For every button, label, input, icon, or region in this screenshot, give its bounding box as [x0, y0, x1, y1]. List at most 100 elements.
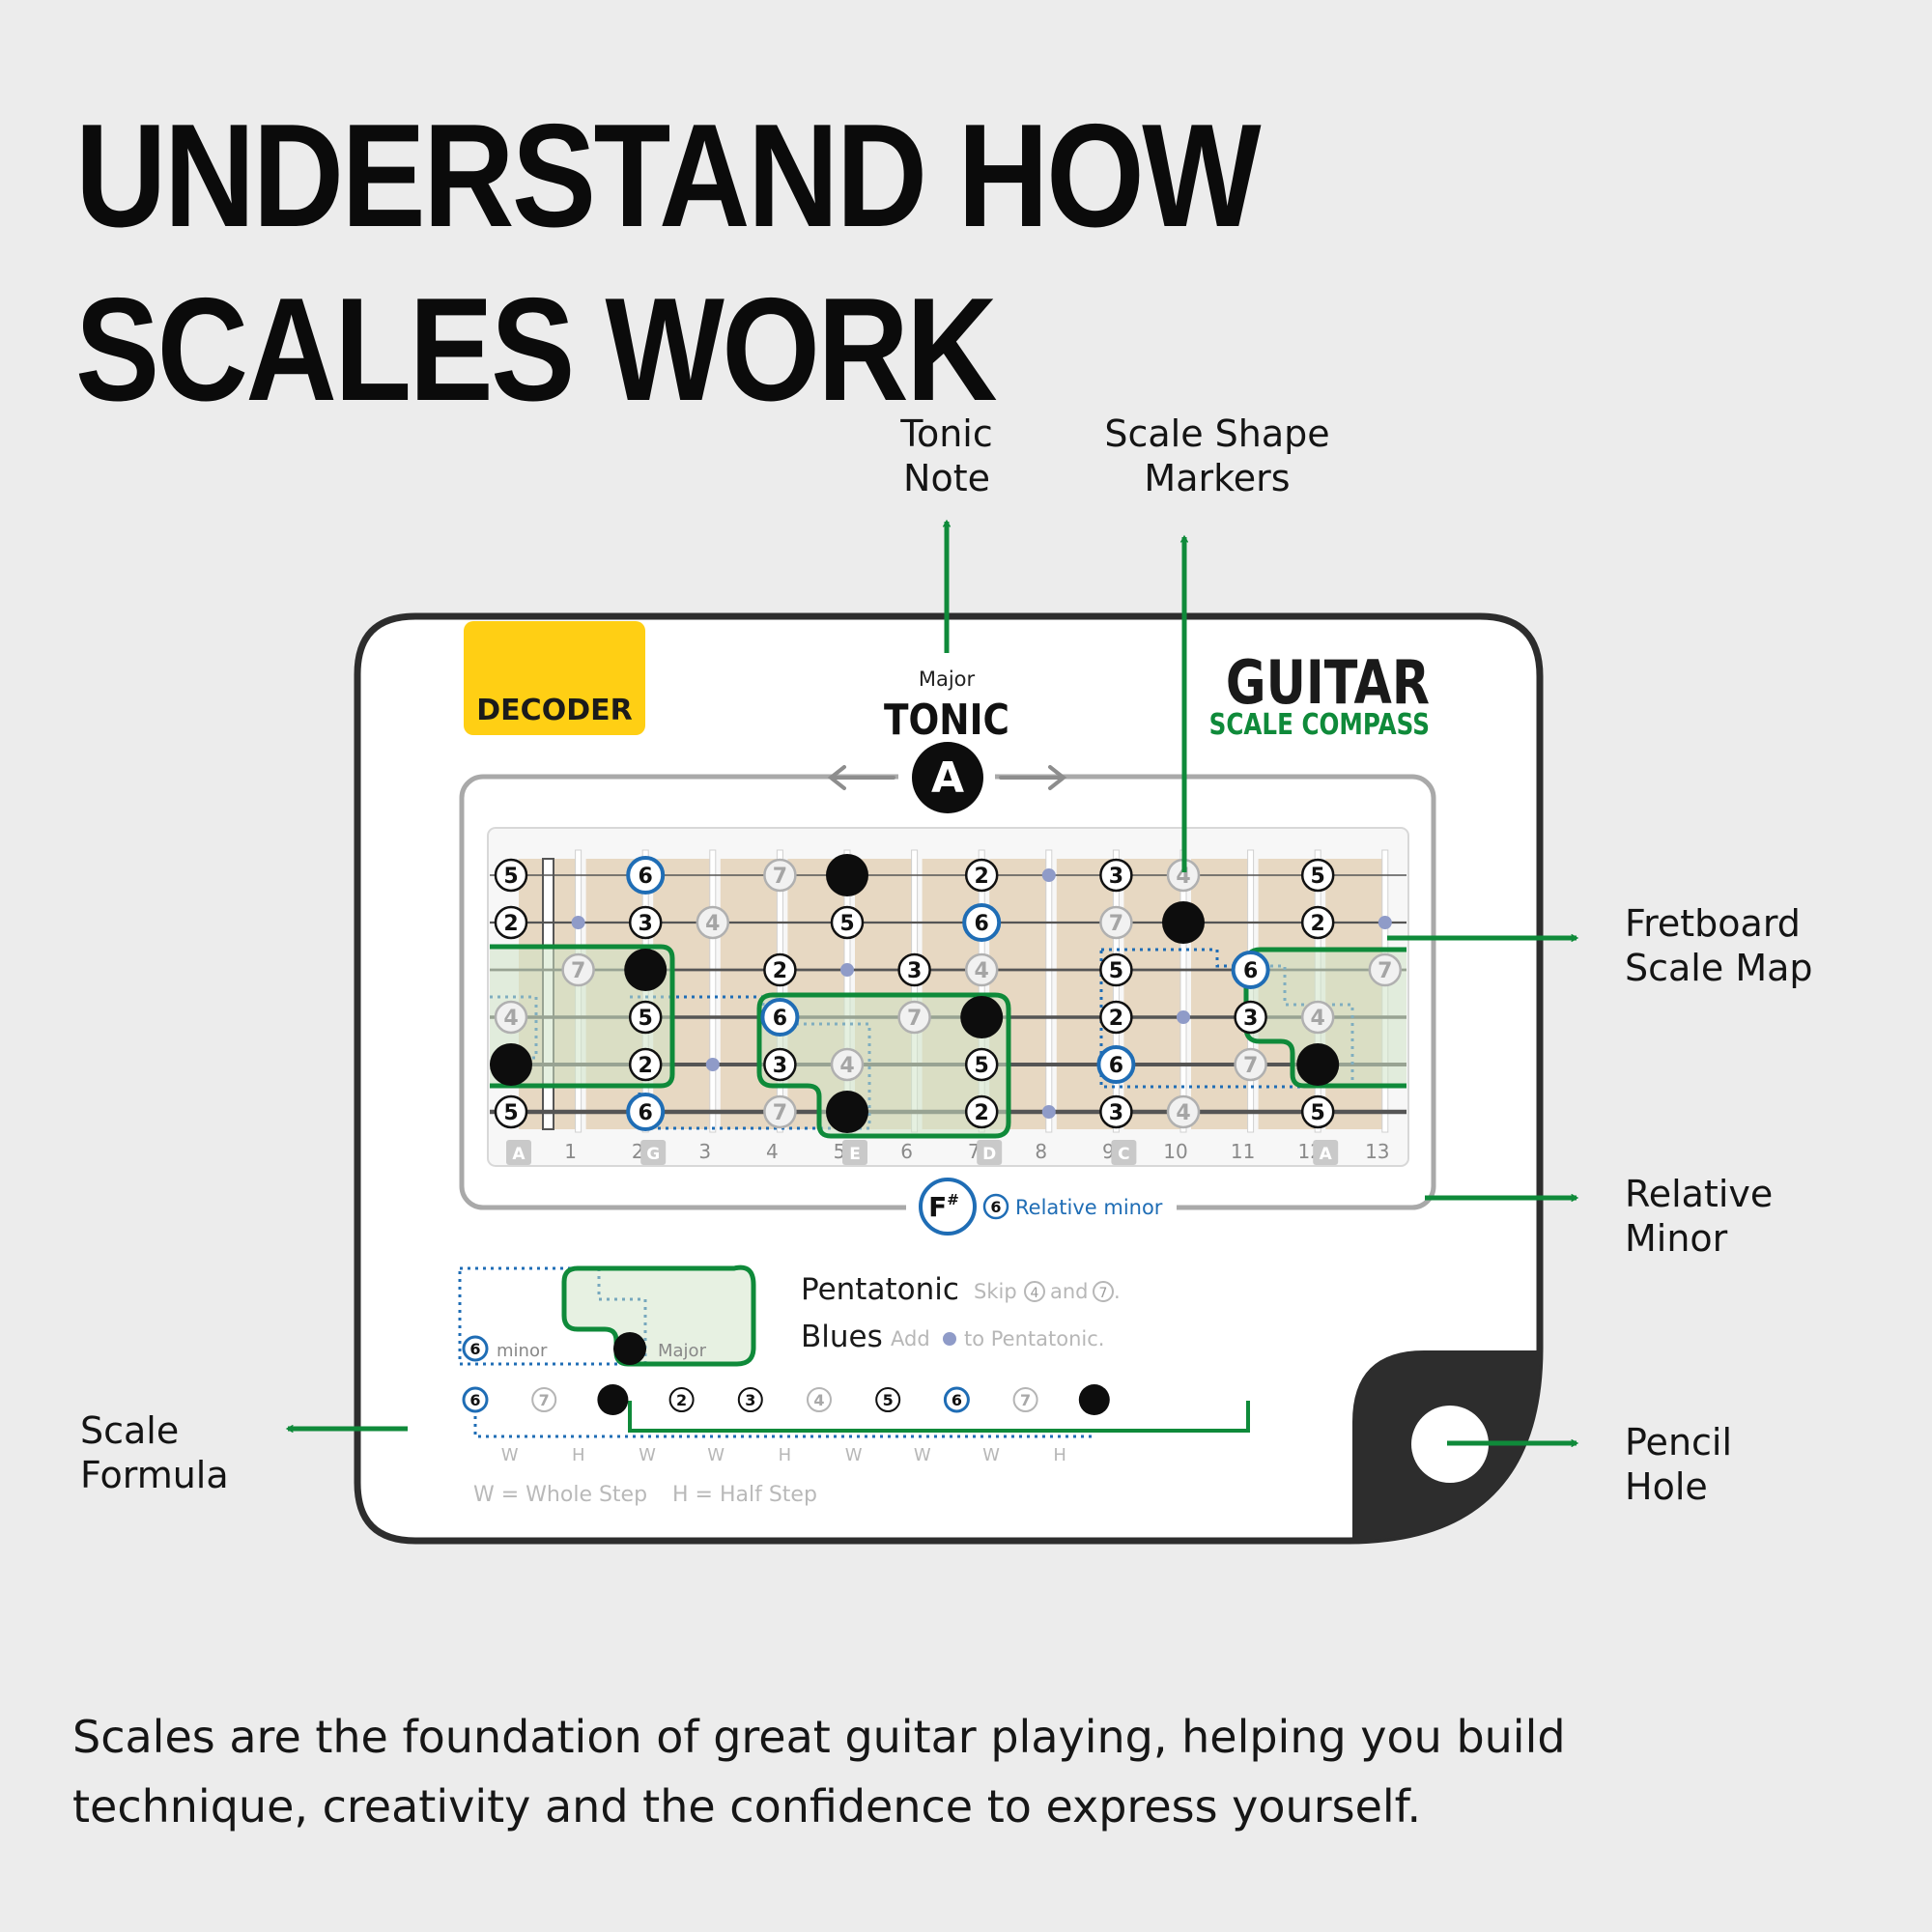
- fret-number: 10: [1163, 1140, 1187, 1163]
- callout-scale-shape-markers: Scale Shape Markers: [1072, 412, 1362, 500]
- degree-label: 5: [503, 865, 518, 889]
- degree-circle: [1099, 1000, 1133, 1035]
- tonic-note-value: A: [931, 753, 964, 803]
- formula-degree-circle: [737, 1387, 763, 1412]
- formula-tonic: [597, 1384, 629, 1415]
- degree-label: 3: [639, 912, 653, 936]
- string-tuning-tab: [1313, 1140, 1339, 1165]
- blues-add: Add: [891, 1327, 930, 1350]
- tonic-dot: [1162, 901, 1205, 944]
- formula-degree-label: 2: [676, 1391, 687, 1409]
- degree-circle: [1300, 858, 1335, 893]
- tonic-dot: [1296, 1043, 1340, 1086]
- degree-label: 5: [975, 1054, 989, 1078]
- degree-circle: [964, 858, 999, 893]
- degree-circle: [1166, 1094, 1201, 1129]
- string-tuning-label: C: [1118, 1145, 1129, 1164]
- blues-note-dot: [1177, 1010, 1190, 1024]
- scale-degree-marker: 7: [1234, 1047, 1267, 1082]
- degree-circle: [962, 903, 1002, 942]
- relative-minor-note: F#: [928, 1191, 959, 1223]
- degree-label: 5: [639, 1007, 653, 1031]
- scale-degree-marker: 3: [1234, 1000, 1267, 1035]
- degree-label: 7: [1109, 912, 1123, 936]
- callout-scale-formula: Scale Formula: [80, 1408, 229, 1497]
- degree-circle: [1231, 951, 1270, 989]
- formula-degree: 6: [462, 1386, 489, 1413]
- fret-wire: [1045, 849, 1053, 1133]
- tonic-note-circle[interactable]: [912, 742, 983, 813]
- fret-wire: [1112, 849, 1120, 1133]
- degree-label: 3: [773, 1054, 787, 1078]
- fret-wire: [776, 849, 783, 1133]
- scale-degree-marker: 5: [1300, 1094, 1335, 1129]
- pent-skip-4-badge: [1024, 1281, 1045, 1302]
- tonic-selector[interactable]: A: [912, 742, 983, 813]
- degree-circle: [897, 952, 931, 987]
- degree-circle: [1096, 1045, 1136, 1084]
- decoder-label: DECODER: [476, 694, 632, 727]
- blues-note-dot: [1378, 916, 1392, 929]
- tonic-dot: [960, 996, 1004, 1038]
- formula-degree-label: 7: [539, 1391, 550, 1409]
- formula-degree-label: 6: [952, 1391, 962, 1409]
- blues-note-dot: [1041, 868, 1056, 882]
- fret-number: 11: [1231, 1140, 1255, 1163]
- degree-circle: [696, 905, 730, 940]
- callout-tonic-line-2: Note: [903, 457, 990, 499]
- relative-minor-indicator[interactable]: F# 6 Relative minor: [919, 1178, 1163, 1236]
- scale-degree-marker: 4: [494, 1000, 528, 1035]
- formula-degree: 5: [875, 1387, 901, 1412]
- degree-label: 2: [975, 1101, 989, 1125]
- blue-note-dot: [1041, 1105, 1056, 1119]
- degree-circle: [1300, 905, 1335, 940]
- decoder-badge: [464, 621, 645, 735]
- degree-circle: [494, 858, 528, 893]
- degree-circle: [1234, 1000, 1267, 1035]
- scale-degree-marker: 2: [1099, 1000, 1133, 1035]
- formula-degree-circle: [1012, 1387, 1038, 1412]
- blues-note-dot: [840, 963, 854, 977]
- relative-minor-circle[interactable]: [919, 1178, 977, 1236]
- fret-number: 8: [1035, 1140, 1047, 1163]
- degree-label: 5: [1109, 959, 1123, 983]
- degree-circle: [1099, 952, 1133, 987]
- formula-step: W: [707, 1445, 724, 1465]
- tonic-note-marker: [826, 854, 868, 896]
- degree-label: 5: [503, 1101, 518, 1125]
- degree-label: 3: [907, 959, 922, 983]
- formula-step: H: [779, 1445, 792, 1465]
- tonic-dot: [826, 854, 868, 896]
- degree-circle: [561, 952, 595, 987]
- rotate-right-arrow[interactable]: [999, 765, 1067, 790]
- formula-degree-label: 3: [745, 1391, 755, 1409]
- formula-degree: 7: [531, 1387, 557, 1412]
- formula-tonic: [1078, 1384, 1110, 1415]
- callout-pencil-line-2: Hole: [1625, 1465, 1708, 1508]
- callout-pencil-hole: Pencil Hole: [1625, 1420, 1732, 1509]
- formula-step: W: [845, 1445, 863, 1465]
- rotate-left-arrow[interactable]: [827, 765, 895, 790]
- formula-key-half: H = Half Step: [672, 1483, 817, 1507]
- blues-note-dot: [571, 916, 585, 929]
- fret-number: 6: [900, 1140, 913, 1163]
- scale-degree-marker: 6: [1231, 951, 1270, 989]
- degree-label: 7: [1378, 959, 1392, 983]
- degree-label: 5: [1311, 1101, 1325, 1125]
- scale-degree-marker: 4: [1166, 858, 1201, 893]
- fret-cell: [1123, 859, 1181, 1129]
- major-shape-left: [490, 944, 675, 1089]
- callout-relative-line-2: Minor: [1625, 1217, 1728, 1260]
- scale-degree-marker: 6: [626, 856, 666, 895]
- degree-circle: [897, 1000, 931, 1035]
- legend-minor-label: minor: [497, 1341, 548, 1361]
- degree-label: 6: [1109, 1054, 1123, 1078]
- scale-degree-marker: 2: [763, 952, 797, 987]
- degree-circle: [1368, 952, 1403, 987]
- callout-shape-line-2: Markers: [1144, 457, 1291, 499]
- callout-formula-line-1: Scale: [80, 1409, 180, 1452]
- tonic-note-marker: [624, 949, 668, 991]
